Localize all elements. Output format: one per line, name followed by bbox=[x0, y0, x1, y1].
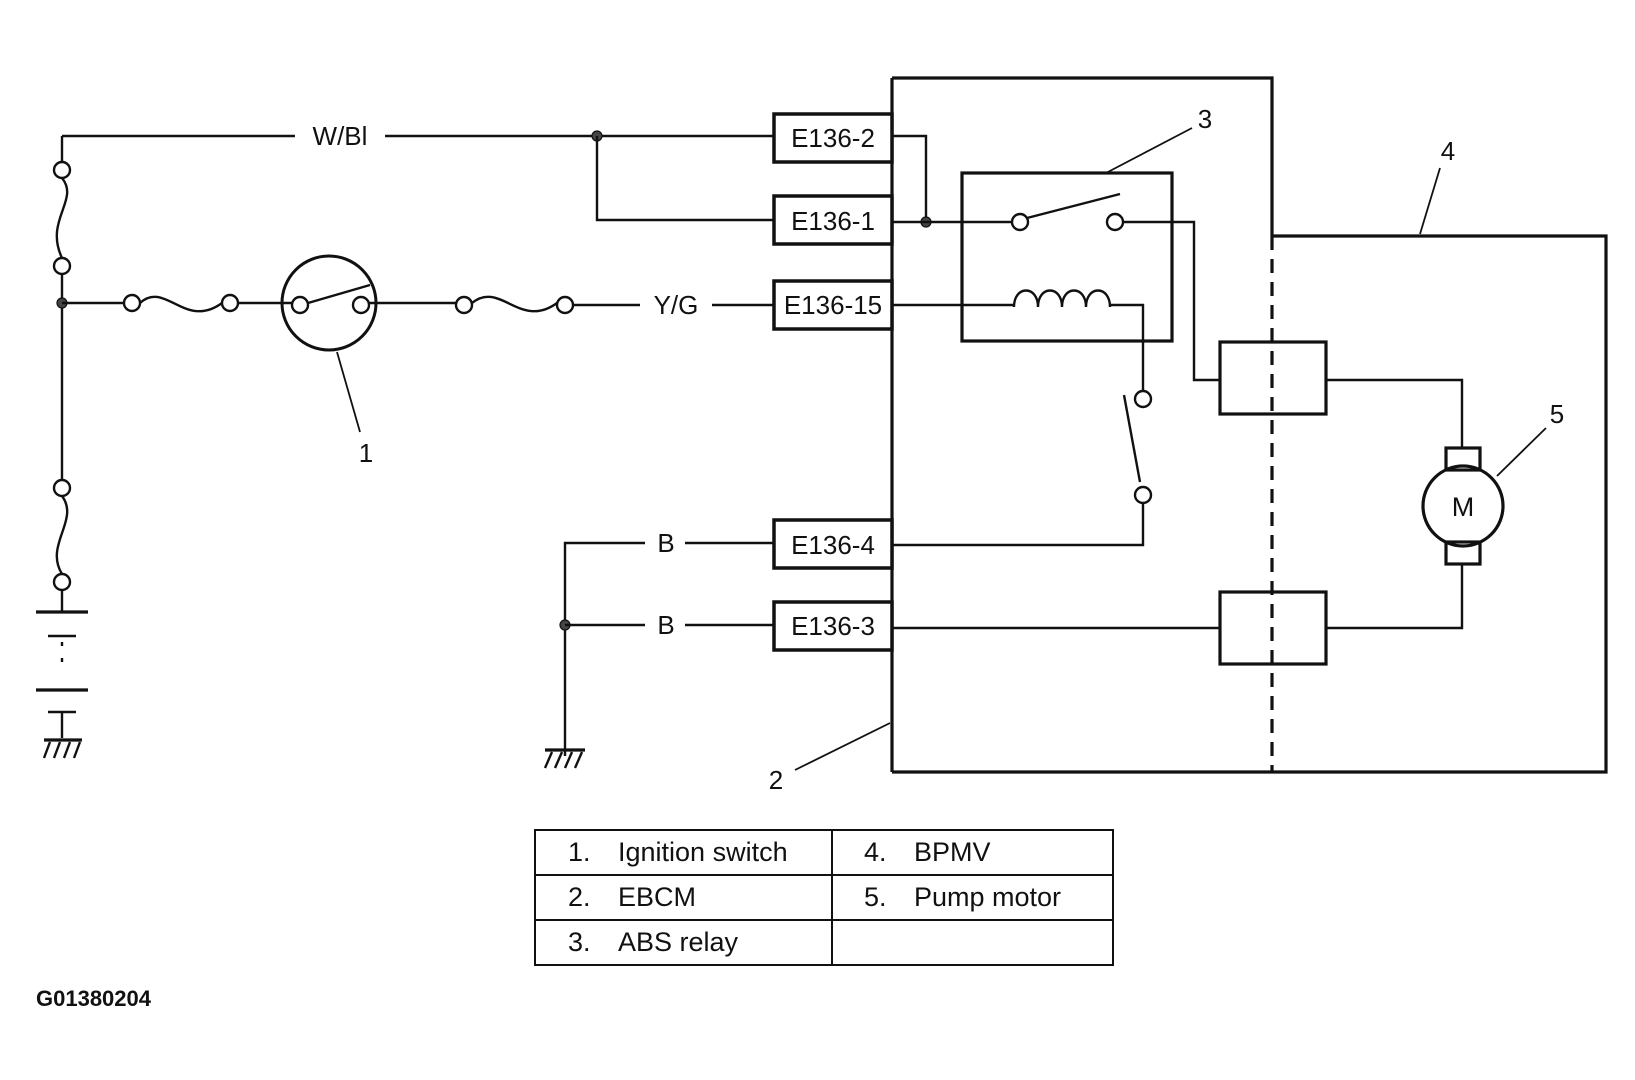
connector-e136-3: E136-3 bbox=[772, 600, 894, 652]
relay-coil-icon bbox=[1012, 289, 1112, 308]
ebcm-module bbox=[890, 76, 1274, 774]
legend-num: 2. bbox=[568, 882, 591, 912]
fuse-icon bbox=[52, 478, 72, 592]
connector-label: E136-3 bbox=[791, 611, 875, 641]
legend-num: 5. bbox=[864, 882, 887, 912]
legend-label: ABS relay bbox=[618, 927, 739, 957]
fuse-icon bbox=[122, 293, 240, 313]
callout-5: 5 bbox=[1550, 399, 1564, 429]
wire-label-yg: Y/G bbox=[654, 290, 699, 320]
wire-label-wbl: W/Bl bbox=[313, 121, 368, 151]
motor-symbol: M bbox=[1452, 492, 1475, 522]
connector-label: E136-2 bbox=[791, 123, 875, 153]
legend-label: EBCM bbox=[618, 882, 696, 912]
callout-2: 2 bbox=[769, 765, 783, 795]
legend-table: 1. Ignition switch 2. EBCM 3. ABS relay … bbox=[534, 829, 1114, 966]
ground-icon bbox=[42, 738, 82, 759]
connector-label: E136-1 bbox=[791, 206, 875, 236]
connector-label: E136-4 bbox=[791, 530, 875, 560]
connector-e136-2: E136-2 bbox=[772, 112, 894, 164]
ground-circuit bbox=[543, 541, 778, 769]
connector-e136-1: E136-1 bbox=[772, 194, 894, 246]
fuse-icon bbox=[454, 295, 575, 315]
ebcm-internal-wiring bbox=[892, 134, 1220, 630]
fuse-icon bbox=[52, 160, 72, 276]
power-supply-circuit bbox=[36, 130, 778, 759]
connector-e136-15: E136-15 bbox=[772, 279, 894, 331]
driver-block-upper bbox=[1218, 340, 1328, 416]
figure-id: G01380204 bbox=[36, 986, 152, 1011]
legend-label: BPMV bbox=[914, 837, 991, 867]
legend-label: Ignition switch bbox=[618, 837, 788, 867]
battery-icon bbox=[36, 610, 88, 714]
relay-switch-icon bbox=[1010, 192, 1125, 232]
legend-label: Pump motor bbox=[914, 882, 1061, 912]
callout-1: 1 bbox=[359, 438, 373, 468]
connector-label: E136-15 bbox=[784, 290, 882, 320]
wire-label-b: B bbox=[657, 528, 674, 558]
legend-num: 4. bbox=[864, 837, 887, 867]
motor-switch-icon bbox=[1122, 389, 1153, 505]
ignition-switch-icon bbox=[280, 254, 378, 352]
wire-label-b: B bbox=[657, 610, 674, 640]
callout-4: 4 bbox=[1441, 136, 1455, 166]
pump-motor: M bbox=[1326, 378, 1505, 630]
legend-num: 3. bbox=[568, 927, 591, 957]
connector-e136-4: E136-4 bbox=[772, 518, 894, 570]
bpmv-module bbox=[1272, 234, 1608, 774]
legend-num: 1. bbox=[568, 837, 591, 867]
abs-relay bbox=[960, 171, 1174, 343]
ground-icon bbox=[543, 748, 585, 769]
callout-3: 3 bbox=[1198, 104, 1212, 134]
